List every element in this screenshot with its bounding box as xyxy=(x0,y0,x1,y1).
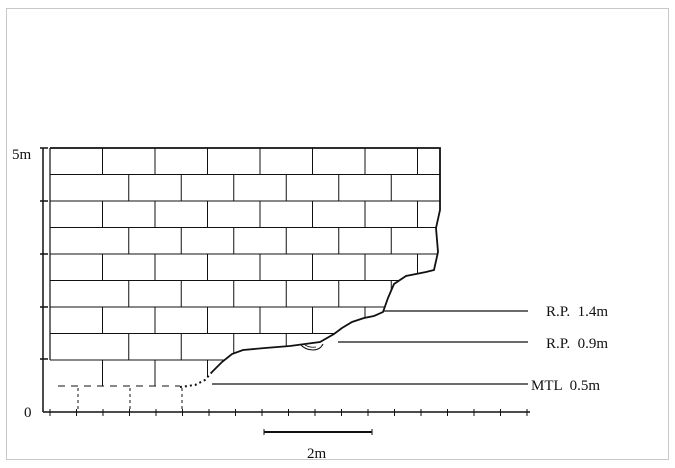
level-label-rp-0.9: R.P. 0.9m xyxy=(546,336,608,352)
level-label-rp-1.4: R.P. 1.4m xyxy=(546,304,608,320)
cliff-outline xyxy=(50,147,441,373)
rock-masonry xyxy=(50,148,440,386)
buried-profile-dotted xyxy=(179,371,213,388)
horizontal-axis-ticks xyxy=(49,409,528,416)
level-label-mtl-0.5: MTL 0.5m xyxy=(531,378,600,394)
notch-detail-inner xyxy=(304,344,317,348)
scale-bar-label: 2m xyxy=(307,446,327,462)
axis-label-bottom: 0 xyxy=(24,405,32,421)
figure-frame xyxy=(6,8,669,460)
axis-label-top: 5m xyxy=(12,147,32,163)
notch-detail xyxy=(299,343,324,351)
